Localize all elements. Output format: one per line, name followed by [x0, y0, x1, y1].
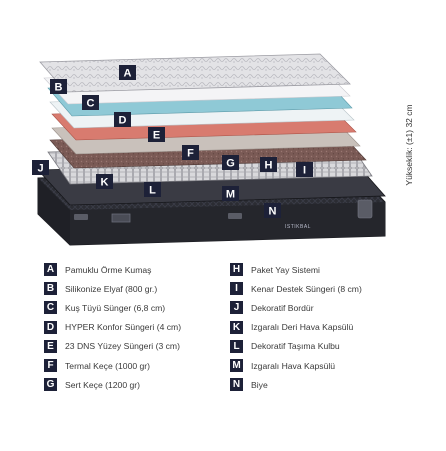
legend-badge: I — [230, 282, 243, 296]
brand-tag: ISTIKBAL — [285, 224, 311, 230]
legend-label: Izgaralı Deri Hava Kapsülü — [251, 322, 354, 333]
legend-label: Kuş Tüyü Sünger (6,8 cm) — [65, 302, 166, 313]
legend-badge: K — [230, 320, 243, 334]
legend-item-j: J Dekoratif Bordür — [230, 298, 362, 317]
legend-item-g: G Sert Keçe (1200 gr) — [44, 375, 181, 394]
svg-text:B: B — [55, 82, 63, 94]
handle-l — [111, 213, 131, 223]
legend-item-c: C Kuş Tüyü Sünger (6,8 cm) — [44, 298, 181, 317]
marker-b: B — [50, 79, 67, 94]
legend-item-d: D HYPER Konfor Süngeri (4 cm) — [44, 318, 181, 337]
legend-badge: H — [230, 263, 243, 277]
capsule-k — [74, 214, 88, 220]
marker-a: A — [119, 65, 136, 80]
legend-badge: N — [230, 378, 243, 392]
capsule-m — [228, 213, 242, 219]
svg-text:N: N — [269, 206, 277, 218]
legend-label: Silikonize Elyaf (800 gr.) — [65, 283, 158, 294]
legend-badge: B — [44, 282, 57, 296]
svg-text:H: H — [265, 160, 273, 172]
legend-item-n: N Biye — [230, 375, 362, 394]
legend-label: Termal Keçe (1000 gr) — [65, 360, 151, 371]
legend-label: Sert Keçe (1200 gr) — [65, 379, 140, 390]
svg-text:F: F — [187, 148, 194, 160]
svg-text:I: I — [303, 165, 306, 177]
legend-item-h: H Paket Yay Sistemi — [230, 260, 362, 279]
legend-left-column: A Pamuklu Örme Kumaş B Silikonize Elyaf (8… — [44, 260, 181, 394]
svg-text:M: M — [226, 189, 235, 201]
legend-label: HYPER Konfor Süngeri (4 cm) — [65, 322, 182, 333]
marker-f: F — [182, 145, 199, 160]
legend-label: 23 DNS Yüzey Süngeri (3 cm) — [65, 341, 180, 352]
marker-j: J — [32, 160, 49, 175]
marker-n: N — [264, 203, 281, 218]
marker-c: C — [82, 95, 99, 110]
marker-l: L — [144, 182, 161, 197]
marker-m: M — [222, 186, 239, 201]
svg-text:E: E — [153, 130, 160, 142]
legend-badge: E — [44, 339, 57, 353]
legend-item-e: E 23 DNS Yüzey Süngeri (3 cm) — [44, 337, 181, 356]
legend-badge: C — [44, 301, 57, 315]
svg-text:C: C — [87, 98, 95, 110]
svg-text:D: D — [119, 115, 127, 127]
diagram-markers: A B C D E F G H I J K L M N — [32, 65, 313, 218]
svg-text:J: J — [37, 163, 43, 175]
legend-item-f: F Termal Keçe (1000 gr) — [44, 356, 181, 375]
marker-i: I — [296, 162, 313, 177]
svg-text:K: K — [101, 177, 109, 189]
legend-badge: F — [44, 359, 57, 373]
legend-label: Kenar Destek Süngeri (8 cm) — [251, 283, 362, 294]
marker-e: E — [148, 127, 165, 142]
svg-text:G: G — [226, 158, 235, 170]
legend-label: Dekoratif Bordür — [251, 302, 314, 313]
legend-label: Biye — [251, 379, 268, 390]
svg-text:A: A — [124, 68, 132, 80]
legend-item-a: A Pamuklu Örme Kumaş — [44, 260, 181, 279]
height-label: Yükseklik: (±1) 32 cm — [404, 104, 414, 186]
legend-badge: M — [230, 359, 243, 373]
svg-text:L: L — [149, 185, 156, 197]
legend-label: Dekoratif Taşıma Kulbu — [251, 341, 340, 352]
legend-label: Pamuklu Örme Kumaş — [65, 264, 152, 275]
legend-badge: L — [230, 339, 243, 353]
legend-badge: D — [44, 320, 57, 334]
legend-label: Izgaralı Hava Kapsülü — [251, 360, 336, 371]
legend-item-m: M Izgaralı Hava Kapsülü — [230, 356, 362, 375]
legend-item-k: K Izgaralı Deri Hava Kapsülü — [230, 318, 362, 337]
marker-g: G — [222, 155, 239, 170]
legend-badge: G — [44, 378, 57, 392]
legend-badge: J — [230, 301, 243, 315]
marker-k: K — [96, 174, 113, 189]
legend-right-column: H Paket Yay Sistemi I Kenar Destek Süngeri… — [230, 260, 362, 394]
marker-d: D — [114, 112, 131, 127]
legend-label: Paket Yay Sistemi — [251, 264, 320, 275]
legend-badge: A — [44, 263, 57, 277]
legend-item-l: L Dekoratif Taşıma Kulbu — [230, 337, 362, 356]
legend-item-i: I Kenar Destek Süngeri (8 cm) — [230, 279, 362, 298]
marker-h: H — [260, 157, 277, 172]
legend-item-b: B Silikonize Elyaf (800 gr.) — [44, 279, 181, 298]
